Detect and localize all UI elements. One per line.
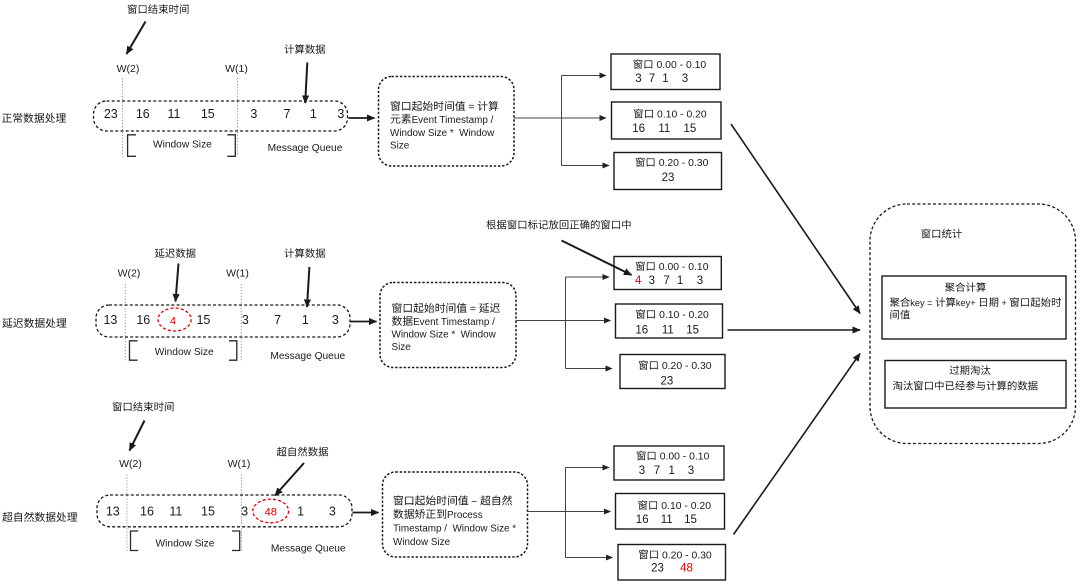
svg-text:0.00 - 0.10: 0.00 - 0.10 <box>657 60 707 71</box>
svg-text:Window Size: Window Size <box>155 347 214 358</box>
svg-text:0.00 - 0.10: 0.00 - 0.10 <box>659 262 709 273</box>
svg-text:48: 48 <box>680 562 693 574</box>
svg-text:key+: key+ <box>956 298 976 308</box>
svg-text:16: 16 <box>136 313 150 327</box>
svg-text:key =: key = <box>910 298 932 308</box>
svg-text:Window Size: Window Size <box>156 539 215 550</box>
svg-text:16: 16 <box>635 325 648 337</box>
svg-text:11: 11 <box>661 514 673 526</box>
svg-text:16: 16 <box>632 123 645 135</box>
svg-text:23: 23 <box>104 107 118 121</box>
svg-text:23: 23 <box>662 172 675 184</box>
svg-text:Window Size: Window Size <box>393 537 451 548</box>
svg-text:3: 3 <box>329 505 336 519</box>
svg-text:3: 3 <box>639 465 645 477</box>
svg-text:0.00 - 0.10: 0.00 - 0.10 <box>660 452 710 463</box>
svg-text:1: 1 <box>677 275 683 287</box>
svg-text:Message Queue: Message Queue <box>270 351 345 362</box>
svg-text:1: 1 <box>302 313 309 327</box>
svg-text:11: 11 <box>658 123 670 135</box>
svg-text:W(1): W(1) <box>226 268 249 280</box>
svg-text:7: 7 <box>654 465 660 477</box>
svg-text:3: 3 <box>241 505 248 519</box>
svg-text:3: 3 <box>697 275 703 287</box>
svg-text:4: 4 <box>635 275 642 287</box>
svg-text:=: = <box>468 102 474 113</box>
svg-text:3: 3 <box>635 73 641 85</box>
svg-text:1: 1 <box>310 107 317 121</box>
svg-text:+: + <box>1002 298 1007 308</box>
svg-text:15: 15 <box>686 325 699 337</box>
svg-text:W(2): W(2) <box>117 63 140 75</box>
svg-text:13: 13 <box>103 313 117 327</box>
svg-text:Event Timestamp /: Event Timestamp / <box>413 317 495 328</box>
svg-text:3: 3 <box>682 73 688 85</box>
svg-text:0.10 - 0.20: 0.10 - 0.20 <box>657 110 707 121</box>
svg-text:Event Timestamp /: Event Timestamp / <box>412 115 494 126</box>
svg-text:0.10 - 0.20: 0.10 - 0.20 <box>659 310 709 321</box>
svg-text:3: 3 <box>649 275 655 287</box>
svg-text:23: 23 <box>661 376 674 388</box>
svg-text:15: 15 <box>196 313 210 327</box>
svg-text:W(2): W(2) <box>118 268 141 280</box>
svg-text:4: 4 <box>170 316 176 328</box>
svg-text:1: 1 <box>662 73 668 85</box>
svg-text:1: 1 <box>668 465 674 477</box>
svg-text:3: 3 <box>242 313 249 327</box>
svg-text:16: 16 <box>636 514 649 526</box>
svg-text:1: 1 <box>297 505 304 519</box>
svg-text:W(1): W(1) <box>225 63 248 75</box>
svg-text:Timestamp / Window Size *: Timestamp / Window Size * <box>393 524 516 535</box>
svg-text:W(1): W(1) <box>228 458 251 470</box>
svg-text:0.10 - 0.20: 0.10 - 0.20 <box>661 501 711 512</box>
svg-text:7: 7 <box>274 313 281 327</box>
svg-text:Window Size: Window Size <box>153 140 212 151</box>
svg-text:Size: Size <box>392 342 412 353</box>
svg-text:0.20 - 0.30: 0.20 - 0.30 <box>659 158 709 169</box>
svg-text:7: 7 <box>663 275 669 287</box>
svg-text:11: 11 <box>169 505 182 519</box>
svg-text:Window Size * Window: Window Size * Window <box>392 330 497 341</box>
svg-text:=: = <box>470 304 476 315</box>
svg-text:Size: Size <box>390 140 410 151</box>
svg-text:3: 3 <box>332 313 339 327</box>
svg-text:3: 3 <box>250 107 257 121</box>
svg-text:11: 11 <box>662 325 674 337</box>
svg-text:48: 48 <box>264 507 276 519</box>
svg-text:3: 3 <box>688 465 694 477</box>
svg-text:23: 23 <box>651 562 664 574</box>
svg-text:7: 7 <box>284 107 291 121</box>
svg-text:Process: Process <box>447 510 483 521</box>
svg-text:16: 16 <box>136 107 150 121</box>
svg-text:13: 13 <box>106 505 120 519</box>
svg-text:15: 15 <box>201 505 215 519</box>
svg-text:3: 3 <box>337 107 344 121</box>
svg-text:Message Queue: Message Queue <box>271 543 346 554</box>
svg-text:11: 11 <box>168 107 181 121</box>
svg-text:15: 15 <box>201 107 215 121</box>
svg-text:Window Size * Window: Window Size * Window <box>390 128 495 139</box>
svg-text:15: 15 <box>684 514 697 526</box>
svg-text:W(2): W(2) <box>119 458 142 470</box>
svg-text:Message Queue: Message Queue <box>268 143 343 154</box>
svg-text:15: 15 <box>684 123 697 135</box>
svg-text:0.20 - 0.30: 0.20 - 0.30 <box>662 550 712 561</box>
svg-text:16: 16 <box>140 505 154 519</box>
svg-text:7: 7 <box>649 73 655 85</box>
svg-text:0.20 - 0.30: 0.20 - 0.30 <box>662 361 712 372</box>
